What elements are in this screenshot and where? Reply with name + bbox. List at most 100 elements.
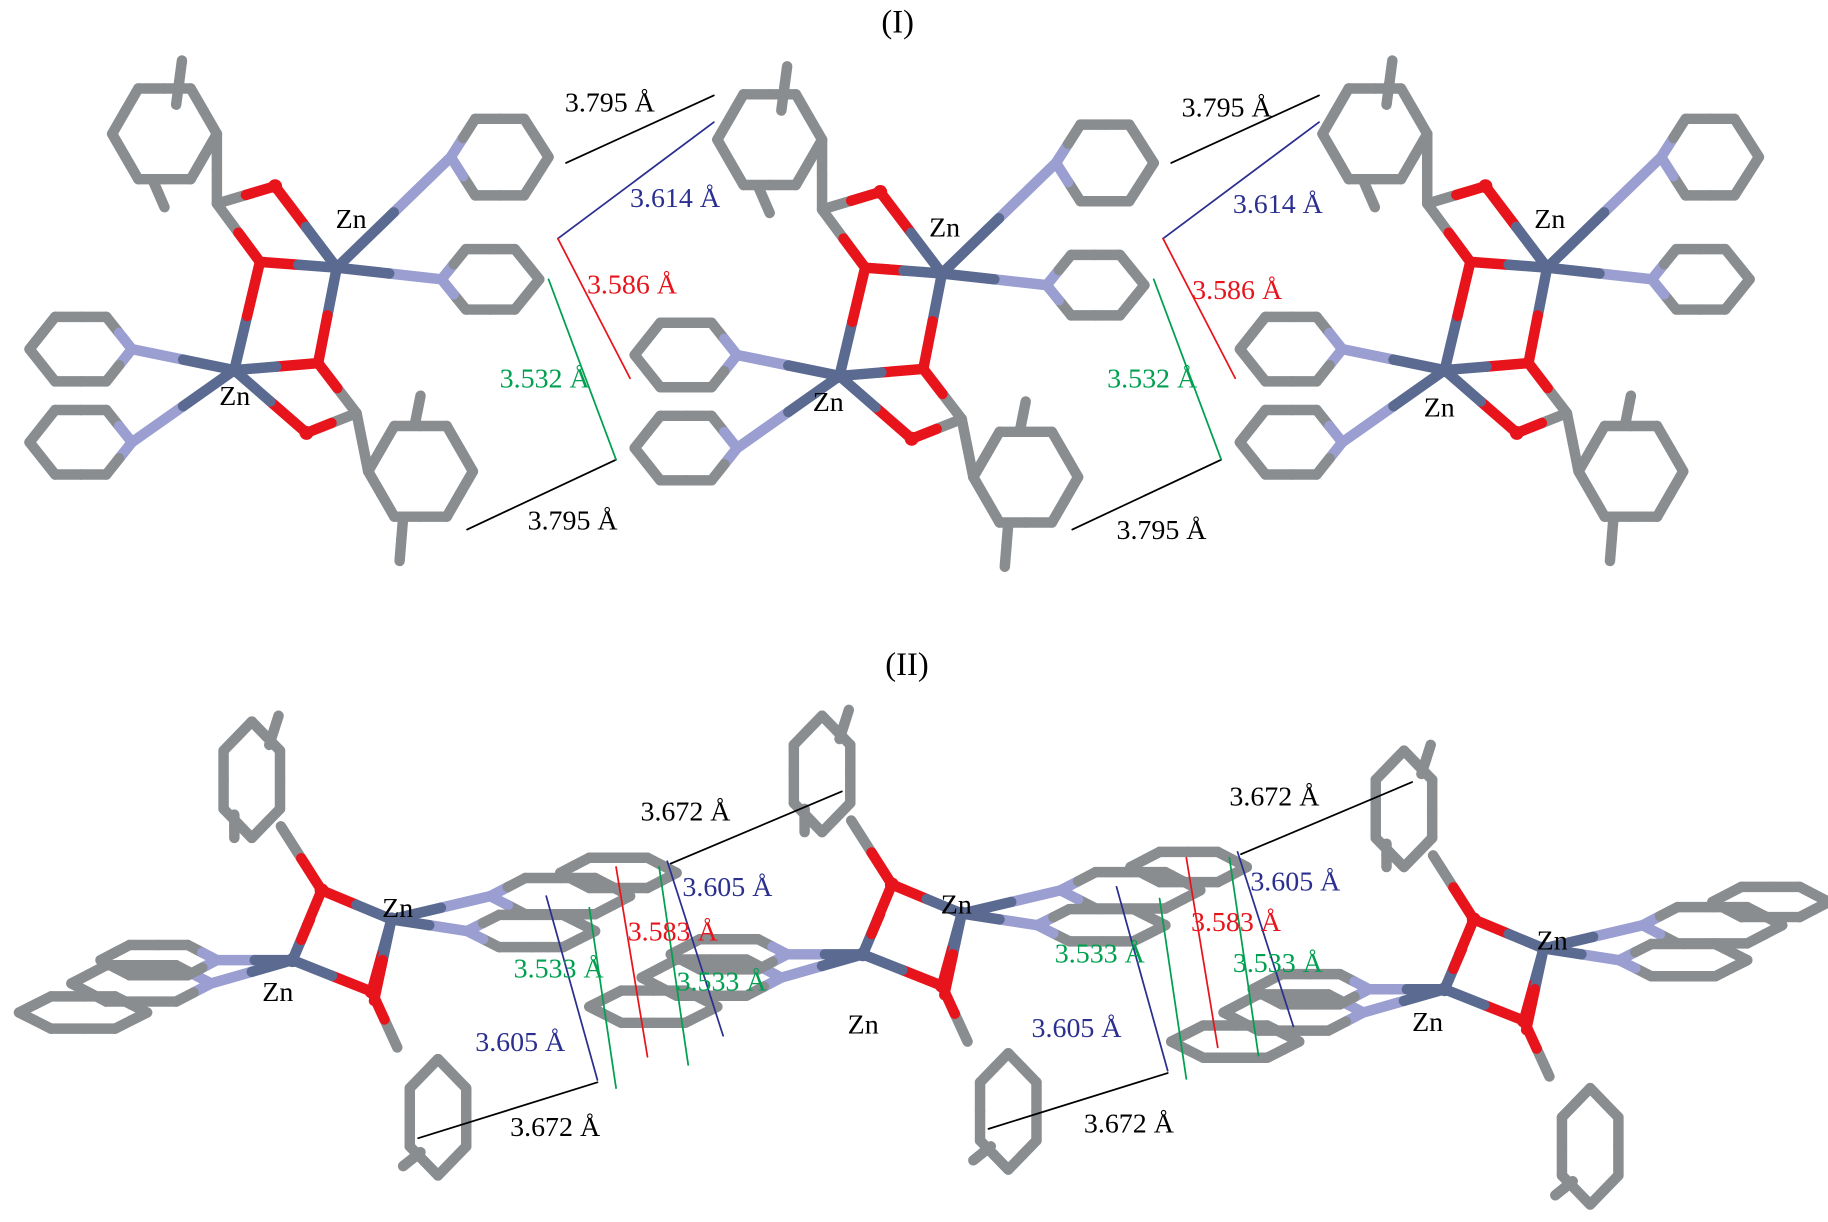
distance-label-black: 3.672 Å xyxy=(1229,781,1319,812)
c-o-bond xyxy=(1443,227,1476,268)
atom xyxy=(904,431,919,446)
atom xyxy=(1509,425,1524,440)
distance-label-black: 3.795 Å xyxy=(1117,515,1207,546)
distance-label-black: 3.672 Å xyxy=(510,1112,600,1143)
contact-line-blue xyxy=(545,895,599,1081)
zn-o-bond xyxy=(287,954,338,982)
distance-label-green: 3.532 Å xyxy=(1107,364,1197,395)
panel-title-II: (II) xyxy=(885,647,928,683)
methyl-bond xyxy=(1622,390,1637,416)
ring-bond xyxy=(1741,132,1765,163)
methyl-bond xyxy=(1604,534,1617,567)
zn-label: Zn xyxy=(929,212,960,243)
zn-o-bond xyxy=(859,262,909,276)
zn-o-bond xyxy=(322,262,342,321)
atom xyxy=(934,266,949,281)
zn-n-bond xyxy=(776,960,828,983)
contact-line-green xyxy=(588,906,617,1090)
zn-n-bond xyxy=(126,400,189,448)
zn-n-bond xyxy=(783,360,845,382)
zn-n-bond xyxy=(1541,207,1610,273)
contact-line-red xyxy=(1185,856,1219,1049)
panel-I-labels: Zn Zn Zn Zn Zn Zn 3.795 Å 3.795 Å 3.795 … xyxy=(219,88,1565,546)
atom xyxy=(1466,912,1481,927)
zn-n-bond xyxy=(731,349,794,371)
zn-o-bond xyxy=(927,268,948,327)
distance-label-green: 3.533 Å xyxy=(677,966,767,997)
zn-n-bond xyxy=(435,890,496,914)
methyl-bond xyxy=(153,188,170,213)
contact-line-blue xyxy=(666,860,725,1037)
zn-o-bond xyxy=(1465,256,1514,271)
zn-n-bond xyxy=(993,157,1062,224)
atom xyxy=(268,179,283,194)
zn-n-bond xyxy=(331,262,395,279)
panel-title-I: (I) xyxy=(881,5,914,41)
ring-bond xyxy=(1726,946,1753,966)
atom xyxy=(285,953,300,968)
distance-label-blue: 3.605 Å xyxy=(1250,866,1340,897)
distance-label-green: 3.533 Å xyxy=(1233,948,1323,979)
methyl-bond xyxy=(758,194,775,219)
methyl-bond xyxy=(838,704,855,730)
distance-label-black: 3.795 Å xyxy=(1182,92,1272,123)
panel-II-labels: Zn Zn Zn Zn Zn Zn 3.672 Å 3.672 Å 3.672 … xyxy=(262,781,1567,1143)
contact-line-blue xyxy=(1115,885,1169,1072)
c-o-bond xyxy=(312,357,343,394)
zn-o-bond xyxy=(269,180,312,233)
atom xyxy=(873,185,888,200)
zn-o-bond xyxy=(1439,310,1463,376)
zn-n-bond xyxy=(126,343,189,365)
methyl-bond xyxy=(1017,396,1031,422)
zn-n-bond xyxy=(936,268,1000,285)
c-o-bond xyxy=(1523,357,1553,394)
zn-o-bond xyxy=(241,256,266,322)
zn-label: Zn xyxy=(382,893,413,924)
zn-n-bond xyxy=(331,207,400,273)
contact-line-green xyxy=(1228,856,1260,1057)
ring-bond xyxy=(1136,138,1159,169)
zn-n-bond xyxy=(205,966,258,989)
c-o-bond xyxy=(838,233,871,273)
zn-o-bond xyxy=(1523,310,1544,369)
c-o-bond xyxy=(211,198,244,238)
zn-o-bond xyxy=(1475,396,1523,439)
distance-label-blue: 3.605 Å xyxy=(475,1027,565,1058)
zn-n-bond xyxy=(1541,262,1605,279)
contact-line-black xyxy=(417,1081,599,1140)
methyl-bond xyxy=(412,390,426,416)
zn-o-bond xyxy=(1452,256,1476,322)
zn-n-bond xyxy=(1357,995,1410,1018)
atom xyxy=(1437,982,1452,997)
atom xyxy=(954,906,969,921)
zn-n-bond xyxy=(989,274,1052,291)
c-o-bond xyxy=(1427,850,1459,893)
distance-label-black: 3.672 Å xyxy=(641,796,731,827)
atom xyxy=(884,877,899,892)
zn-label: Zn xyxy=(1424,393,1455,424)
zn-o-bond xyxy=(905,227,948,279)
ring-bond xyxy=(1126,264,1150,291)
zn-label: Zn xyxy=(813,387,844,418)
contact-line-green xyxy=(658,866,690,1066)
atom xyxy=(934,978,949,993)
zn-o-bond xyxy=(312,310,333,369)
zn-n-bond xyxy=(1594,268,1658,285)
contact-line-red xyxy=(615,866,649,1058)
distance-label-blue: 3.605 Å xyxy=(1032,1013,1122,1044)
atom xyxy=(1478,179,1493,194)
zn-label: Zn xyxy=(219,381,250,412)
distance-label-red: 3.583 Å xyxy=(628,916,718,947)
methyl-bond xyxy=(1550,1183,1570,1201)
zn-n-bond xyxy=(424,919,473,937)
distance-label-blue: 3.614 Å xyxy=(1233,189,1323,220)
zn-n-bond xyxy=(994,914,1043,931)
contact-line-black xyxy=(1071,458,1223,531)
zn-o-bond xyxy=(229,310,253,376)
methyl-bond xyxy=(397,1153,418,1172)
zn-n-bond xyxy=(383,268,447,285)
ring-bond xyxy=(1808,889,1828,908)
zn-o-bond xyxy=(1479,999,1530,1026)
atom xyxy=(832,368,847,383)
